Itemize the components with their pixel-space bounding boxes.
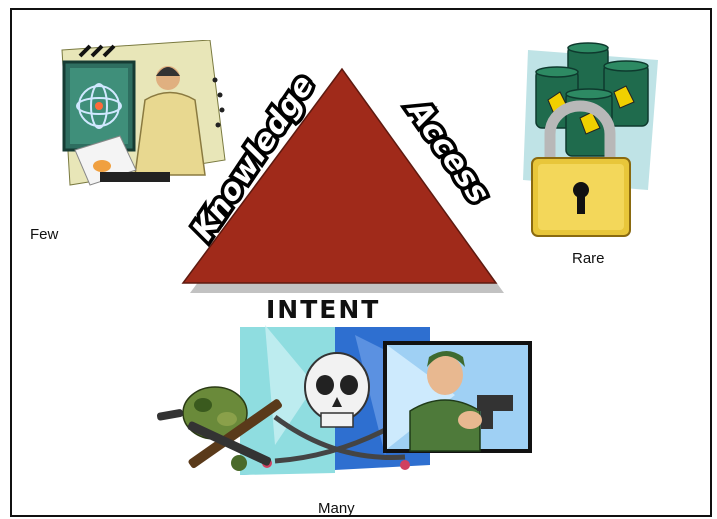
triangle — [181, 67, 498, 284]
many-label: Many — [318, 500, 355, 517]
intent-label: INTENT — [266, 295, 381, 324]
few-label: Few — [30, 226, 59, 243]
radioactive-barrels-padlock-icon — [523, 42, 658, 237]
rare-label: Rare — [572, 250, 605, 267]
skull-crossbones-soldier-weapons-icon — [156, 325, 532, 475]
scientist-at-computer-icon — [61, 40, 226, 186]
